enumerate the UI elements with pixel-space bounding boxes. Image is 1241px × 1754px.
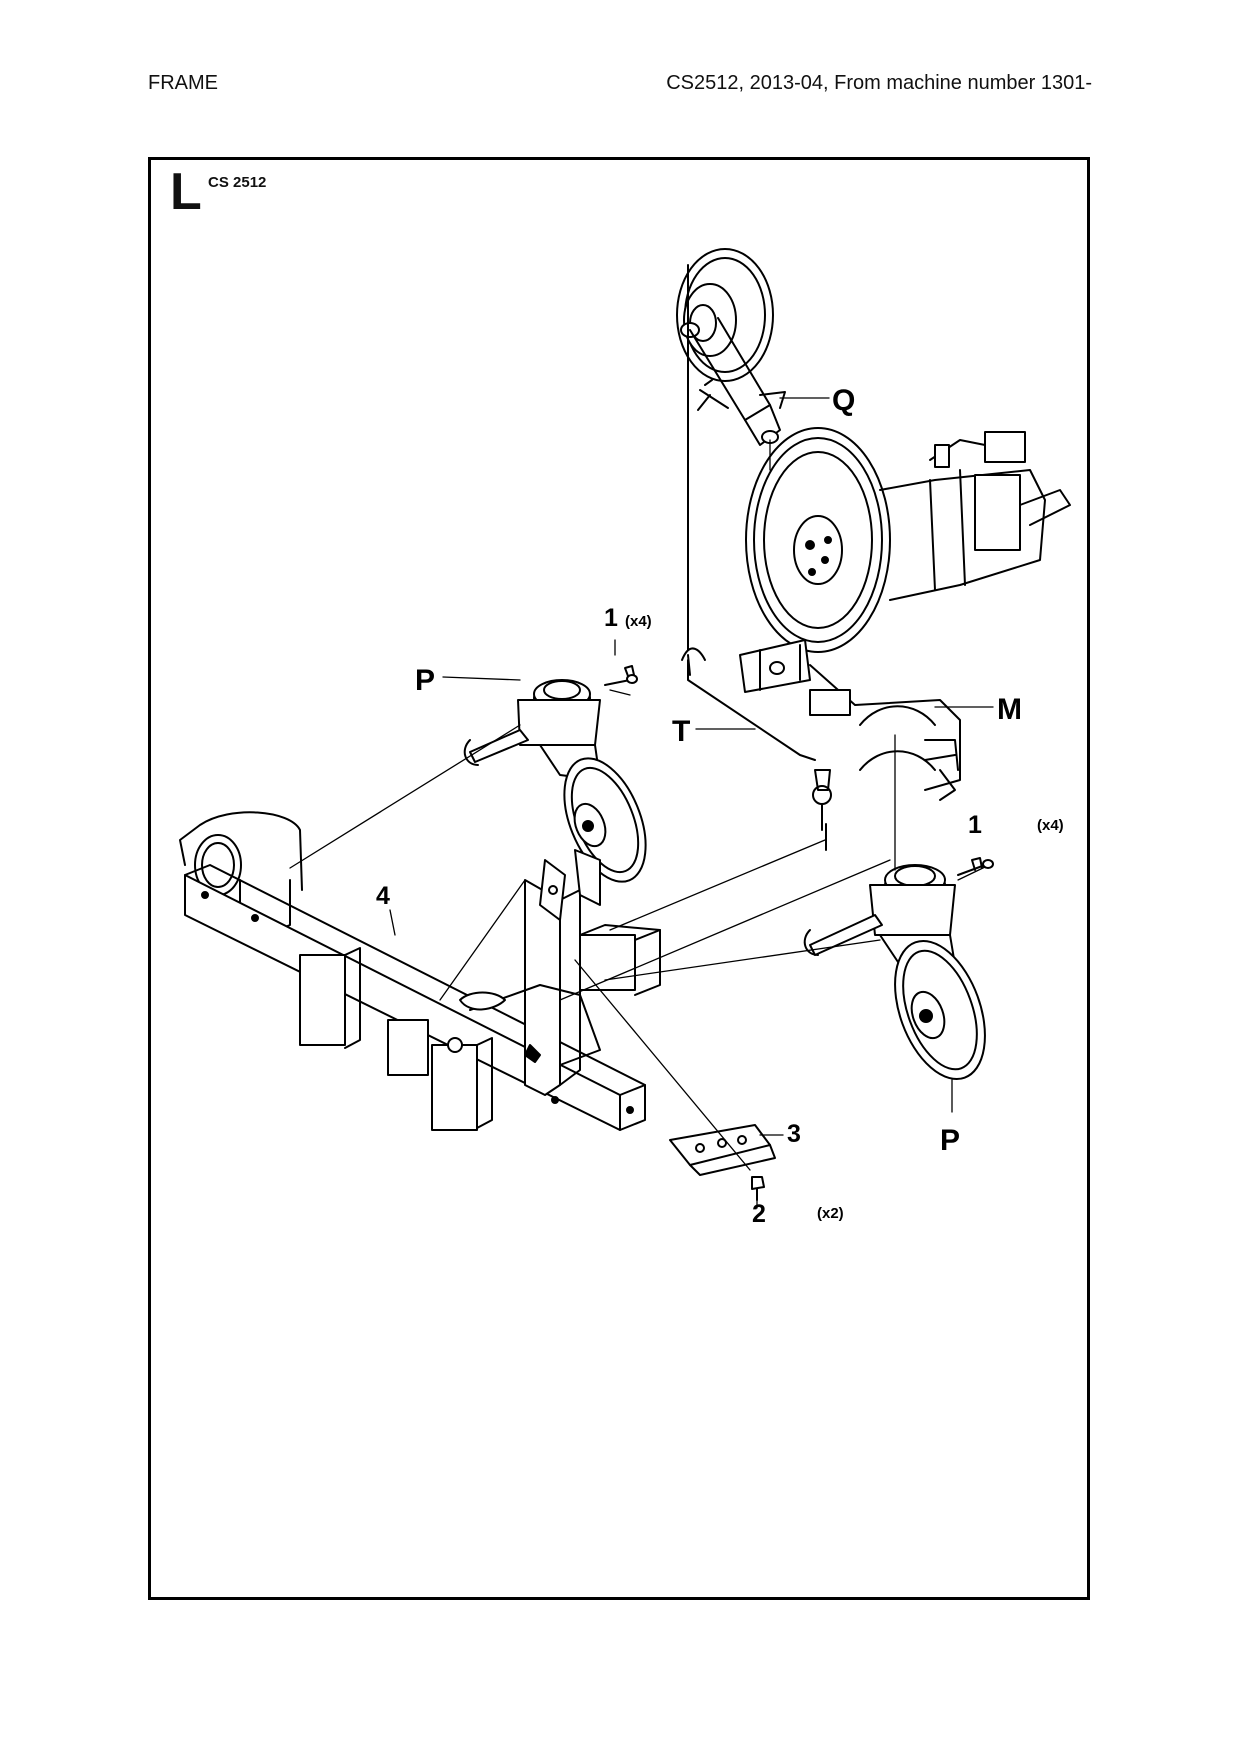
caster-p-top — [463, 674, 647, 883]
callout-item1-right: 1 — [968, 811, 982, 839]
plate-3 — [669, 1124, 776, 1176]
screw-1-top — [624, 665, 635, 677]
callout-t: T — [672, 715, 690, 748]
wheel-q — [676, 248, 786, 446]
leader-lines — [389, 397, 994, 1209]
callout-p-bottom: P — [940, 1124, 960, 1157]
callout-m: M — [997, 693, 1022, 726]
frame-4 — [179, 811, 661, 1131]
panel-letter: L — [170, 163, 202, 221]
section-title: FRAME — [148, 72, 218, 94]
rod-t — [681, 264, 832, 851]
callout-p-top: P — [415, 664, 435, 697]
nut-2 — [751, 1176, 765, 1201]
panel-model: CS 2512 — [208, 174, 267, 191]
callout-item1-top: 1 — [604, 604, 618, 632]
diagram-frame — [148, 157, 1090, 1600]
callout-item3: 3 — [787, 1120, 801, 1148]
screw-1-right — [971, 857, 983, 871]
callout-item1-top-qty: (x4) — [625, 613, 652, 630]
callout-item2: 2 — [752, 1200, 766, 1228]
callout-q: Q — [832, 384, 855, 417]
model-info: CS2512, 2013-04, From machine number 130… — [666, 72, 1092, 94]
assembly-lines — [289, 439, 986, 1171]
caster-p-bottom — [803, 859, 994, 1081]
motor-assembly-m — [739, 427, 1071, 801]
callout-item2-qty: (x2) — [817, 1205, 844, 1222]
callout-item4: 4 — [376, 882, 390, 910]
callout-item1-right-qty: (x4) — [1037, 817, 1064, 834]
